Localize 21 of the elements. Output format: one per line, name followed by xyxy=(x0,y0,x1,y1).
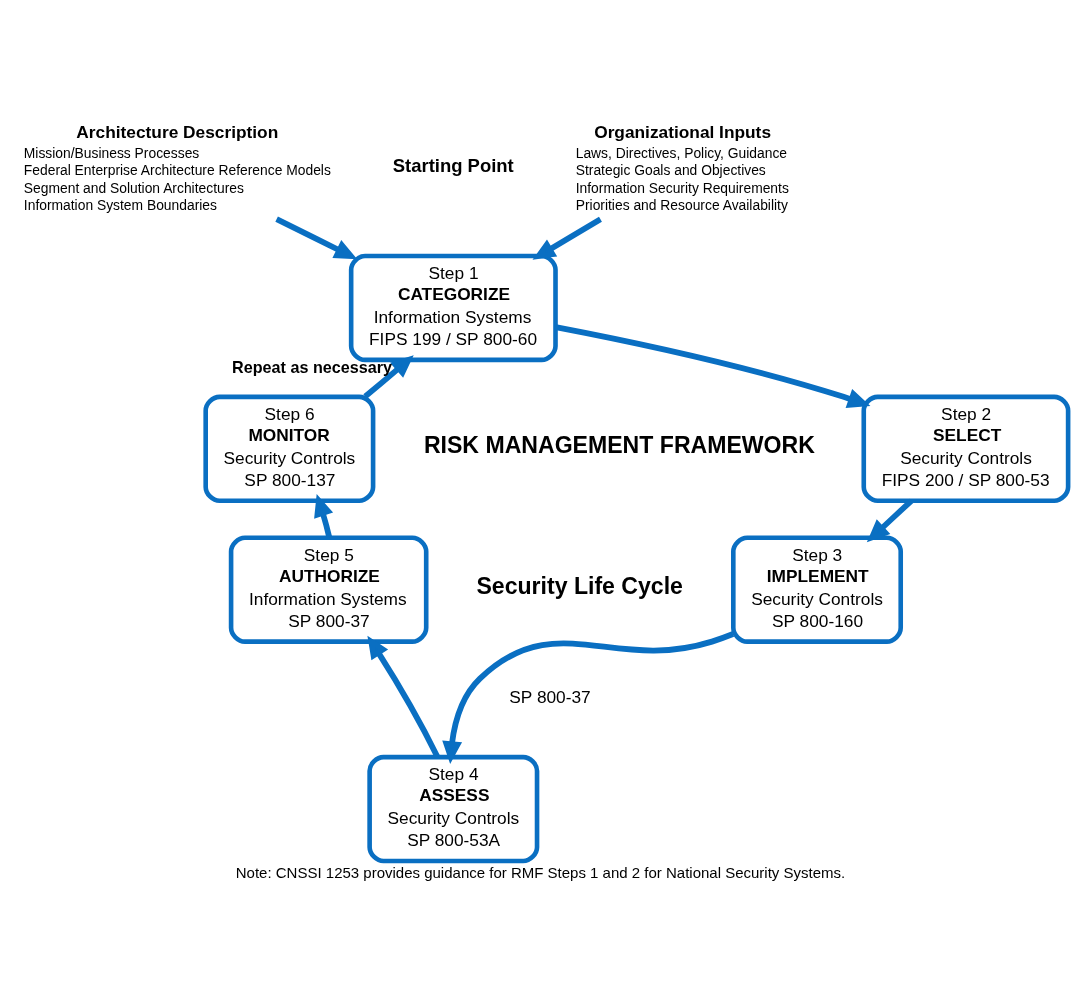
arrow xyxy=(532,216,602,260)
arrow xyxy=(555,323,871,408)
node-text: Architecture Description Mission/Business Processes Federal Enterprise Architecture Reference Models Segment and Solution Architectures Information System Boundaries xyxy=(23,121,331,213)
node-box: Step 3 IMPLEMENT Security Controls SP 800-160 xyxy=(731,534,903,644)
arrow xyxy=(442,630,735,764)
arrow xyxy=(363,354,414,399)
node-box: Step 6 MONITOR Security Controls SP 800-137 xyxy=(203,394,376,503)
caption: Note: CNSSI 1253 provides guidance for RMF Steps 1 and 2 for National Security Systems. xyxy=(235,863,846,881)
node-box: Step 1 CATEGORIZE Information Systems FIPS 199 / SP 800-60 xyxy=(348,253,558,362)
arrow xyxy=(314,493,334,538)
node-text: Organizational Inputs Laws, Directives, Policy, Guidance Strategic Goals and Objectives Information Security Requirements Priorities and Resource Availability xyxy=(575,121,789,213)
label: SP 800-37 xyxy=(509,686,591,707)
label: Security Life Cycle xyxy=(476,572,683,599)
arrow xyxy=(275,216,358,259)
node-box: Step 4 ASSESS Security Controls SP 800-53A xyxy=(367,754,540,863)
arrow xyxy=(367,635,441,758)
label: Starting Point xyxy=(392,154,514,176)
arrow xyxy=(866,498,914,542)
label: RISK MANAGEMENT FRAMEWORK xyxy=(423,431,815,458)
node-box: Step 5 AUTHORIZE Information Systems SP 800-37 xyxy=(228,534,429,644)
node-box: Step 2 SELECT Security Controls FIPS 200 / SP 800-53 xyxy=(861,394,1071,503)
